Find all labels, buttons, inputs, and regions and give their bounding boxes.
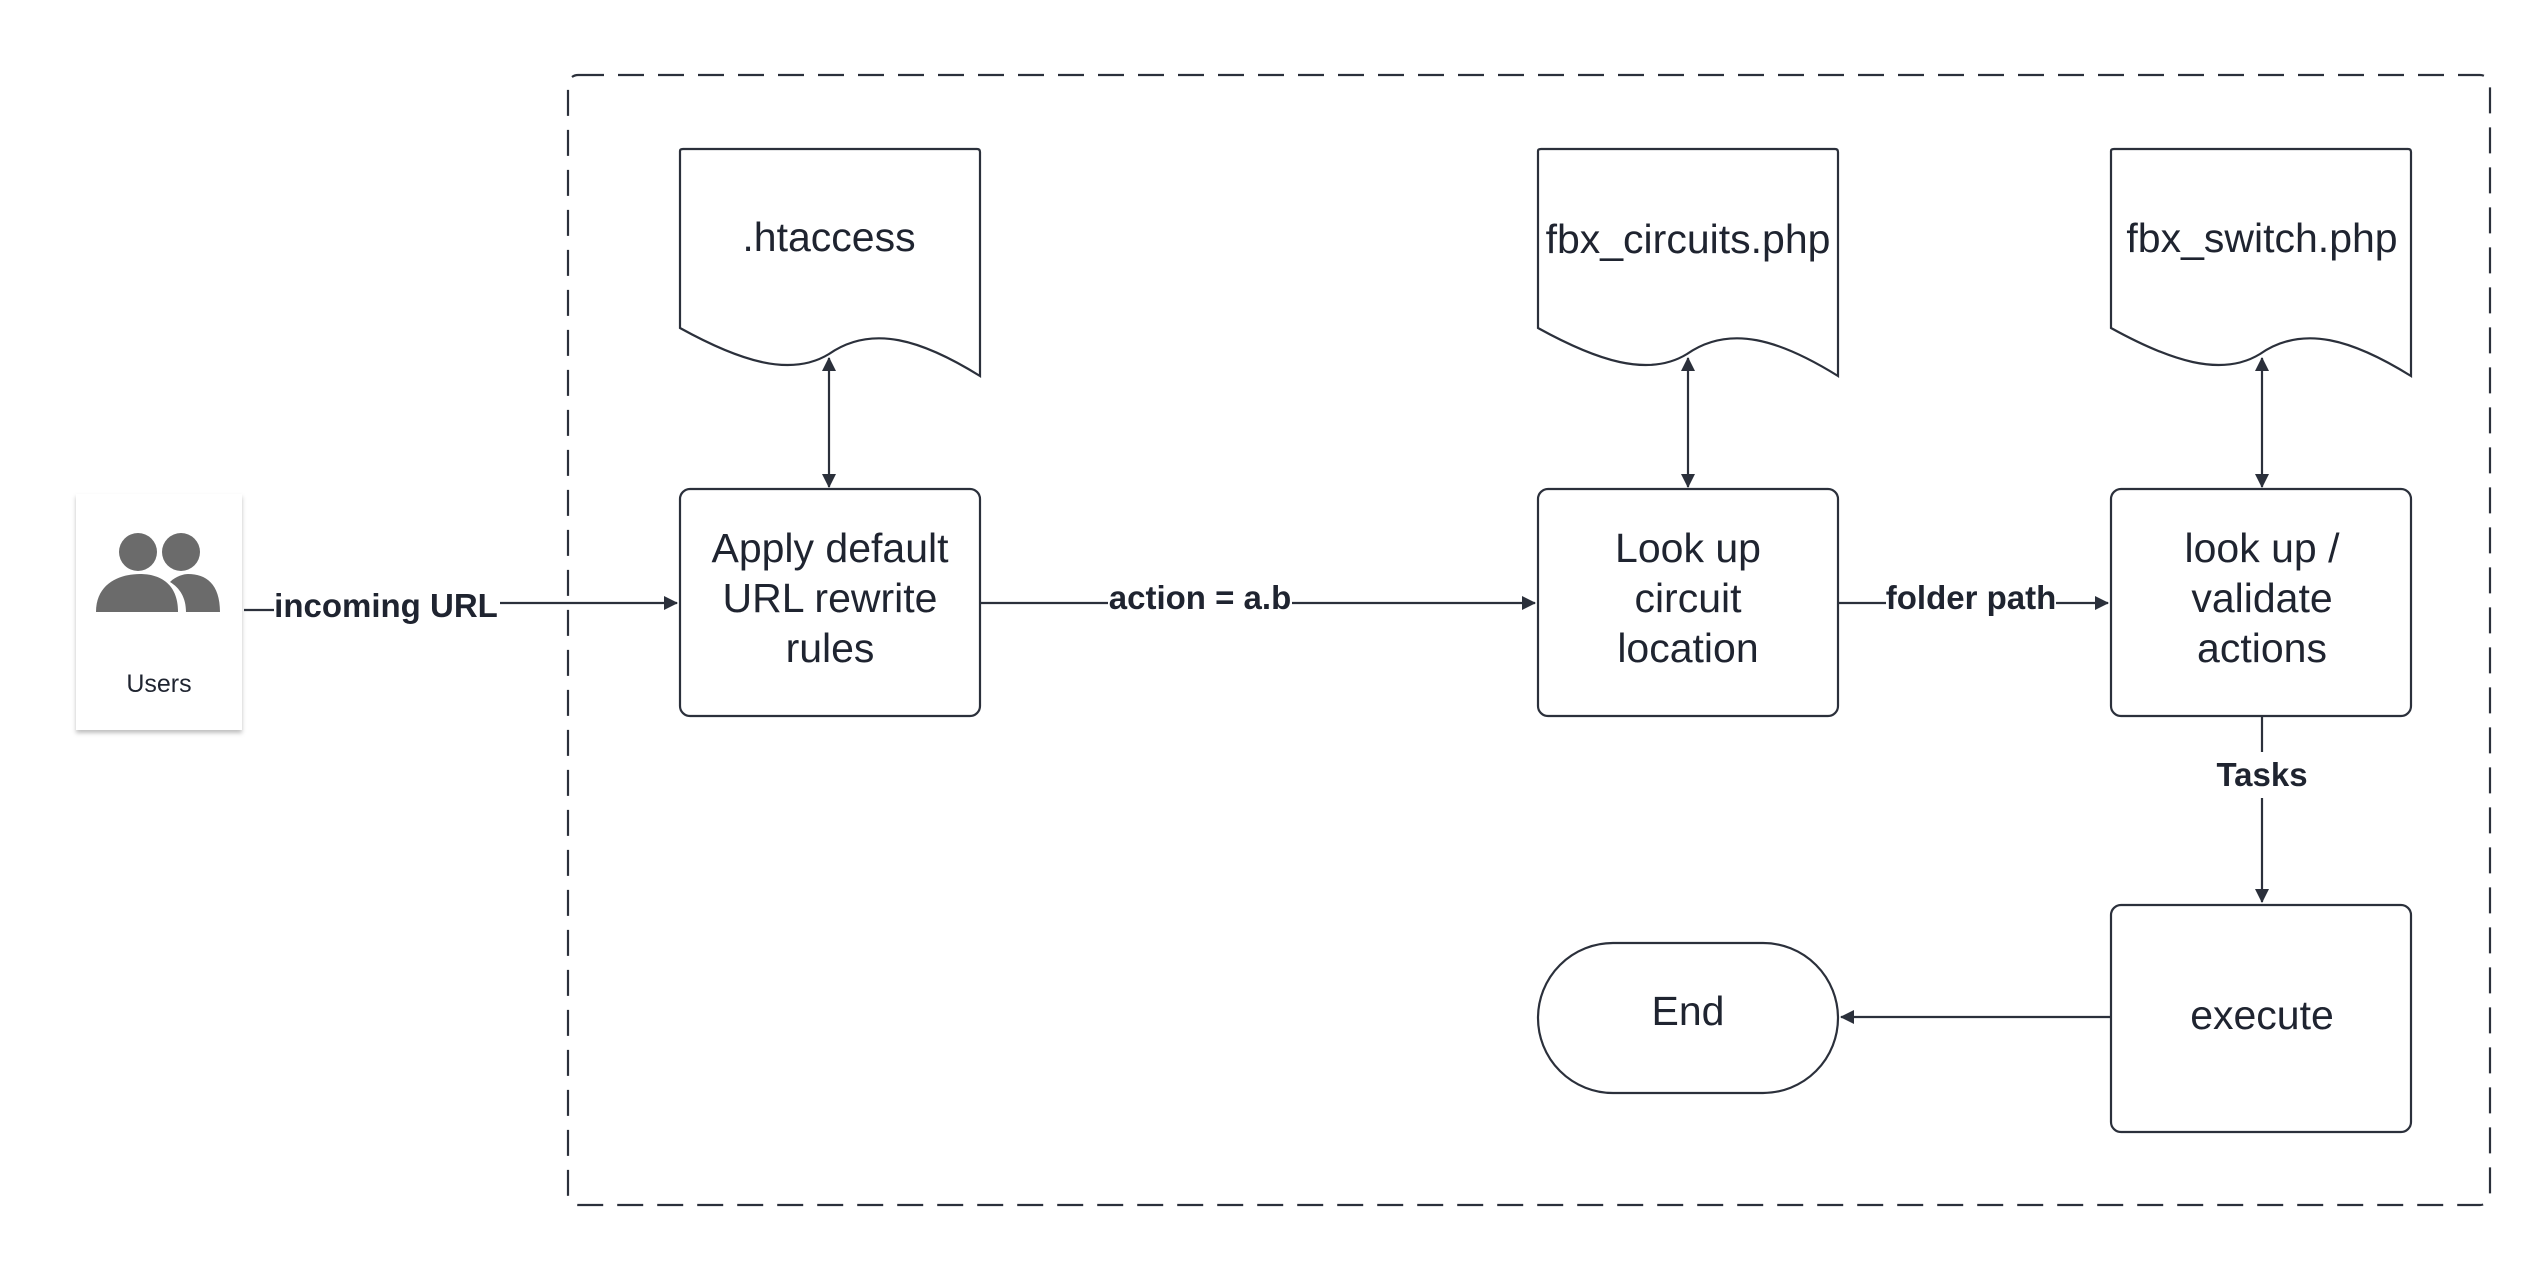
incoming-url-edge: incoming URL [244,587,678,624]
lookup-circuit-label-line2: circuit [1634,575,1742,621]
action-edge: action = a.b [980,579,1536,616]
folder-path-label: folder path [1886,579,2057,616]
end-terminal[interactable]: End [1536,941,1840,1095]
switch-document[interactable]: fbx_switch.php [2109,147,2413,378]
incoming-url-label: incoming URL [274,587,498,624]
tasks-edge: Tasks [2216,716,2308,903]
htaccess-document[interactable]: .htaccess [678,147,982,378]
rewrite-label-line1: Apply default [711,525,949,571]
folder-path-edge: folder path [1838,579,2109,616]
htaccess-label: .htaccess [742,214,915,260]
validate-label-line1: look up / [2185,525,2341,571]
end-label: End [1652,988,1725,1034]
validate-process[interactable]: look up / validate actions [2109,487,2413,718]
circuits-label: fbx_circuits.php [1546,216,1831,262]
validate-label-line2: validate [2191,575,2332,621]
switch-label: fbx_switch.php [2126,215,2397,261]
tasks-label: Tasks [2216,756,2307,793]
execute-label: execute [2190,992,2334,1038]
rewrite-label-line3: rules [786,625,875,671]
validate-label-line3: actions [2197,625,2327,671]
circuits-document[interactable]: fbx_circuits.php [1536,147,1840,378]
lookup-circuit-label-line1: Look up [1615,525,1761,571]
lookup-circuit-process[interactable]: Look up circuit location [1536,487,1840,718]
rewrite-label-line2: URL rewrite [723,575,938,621]
action-label: action = a.b [1109,579,1291,616]
rewrite-process[interactable]: Apply default URL rewrite rules [678,487,982,718]
users-label: Users [126,670,191,698]
users-actor[interactable]: Users [76,494,242,730]
execute-process[interactable]: execute [2109,903,2413,1134]
users-icon [96,533,220,612]
lookup-circuit-label-line3: location [1617,625,1758,671]
